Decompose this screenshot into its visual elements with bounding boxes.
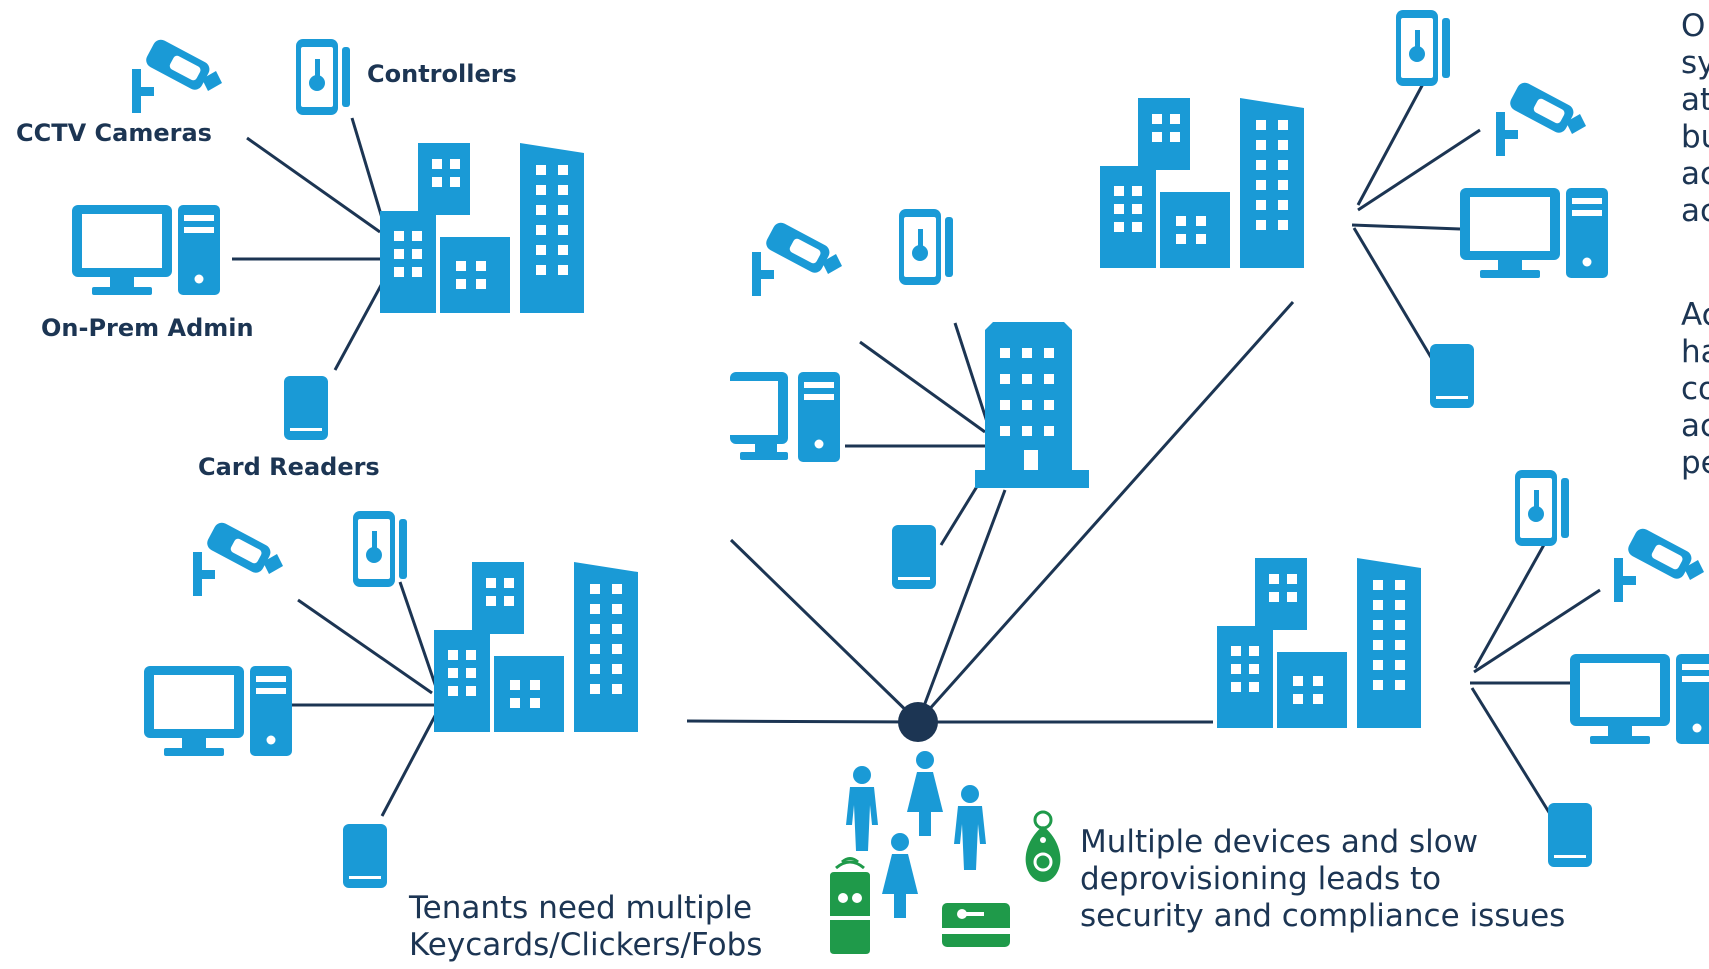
cctv-camera-icon [193, 519, 283, 596]
office-buildings-icon [380, 143, 584, 313]
desktop-computer-icon [144, 666, 292, 756]
office-buildings-icon [434, 562, 638, 732]
side-text-block-2: Ac ha co ac pe [1681, 297, 1709, 482]
controller-icon [1515, 470, 1569, 546]
office-buildings-icon [1217, 558, 1421, 728]
card-reader-icon [1430, 344, 1474, 408]
office-tower-icon [975, 322, 1089, 488]
cctv-camera-icon [752, 219, 842, 296]
card-readers-label: Card Readers [198, 453, 380, 481]
card-reader-icon [892, 525, 936, 589]
cctv-camera-icon [1614, 525, 1704, 602]
issues-caption: Multiple devices and slow deprovisioning… [1080, 824, 1565, 935]
controller-icon [353, 511, 407, 587]
controller-icon [1396, 10, 1450, 86]
cctv-camera-icon [1496, 79, 1586, 156]
desktop-computer-icon [1460, 188, 1608, 278]
central-hub-node [898, 702, 938, 742]
issues-caption-line-2: deprovisioning leads to [1080, 861, 1442, 897]
side-text-block-1: O sy at bu ac ac [1681, 8, 1709, 230]
side-text-line: sy [1681, 45, 1709, 81]
issues-caption-line-1: Multiple devices and slow [1080, 824, 1479, 860]
desktop-computer-icon [1570, 654, 1709, 744]
desktop-computer-icon [72, 205, 220, 295]
tenants-caption-line-2: Keycards/Clickers/Fobs [409, 927, 763, 963]
controller-icon [899, 209, 953, 285]
keycard-icon [942, 903, 1010, 947]
cctv-cameras-label: CCTV Cameras [16, 119, 212, 147]
controllers-label: Controllers [367, 60, 517, 88]
issues-caption-line-3: security and compliance issues [1080, 898, 1566, 934]
connection-lines [232, 81, 1601, 823]
side-text-line: O [1681, 8, 1706, 44]
side-text-line: pe [1681, 445, 1709, 481]
side-text-line: bu [1681, 119, 1709, 155]
side-text-line: at [1681, 82, 1709, 118]
office-buildings-icon [1100, 98, 1304, 268]
side-text-line: ha [1681, 334, 1709, 370]
side-text-line: co [1681, 371, 1709, 407]
side-text-line: ac [1681, 156, 1709, 192]
on-prem-admin-label: On-Prem Admin [41, 314, 254, 342]
side-text-line: ac [1681, 193, 1709, 229]
tenants-caption: Tenants need multiple Keycards/Clickers/… [409, 890, 762, 964]
tenants-caption-line-1: Tenants need multiple [409, 890, 753, 926]
card-reader-icon [343, 824, 387, 888]
cctv-camera-icon [132, 36, 222, 113]
card-reader-icon [284, 376, 328, 440]
clicker-icon [830, 857, 870, 954]
desktop-computer-icon [730, 372, 840, 462]
controller-icon [296, 39, 350, 115]
side-text-line: ac [1681, 408, 1709, 444]
side-text-line: Ac [1681, 297, 1709, 333]
key-fob-icon [1025, 810, 1061, 882]
